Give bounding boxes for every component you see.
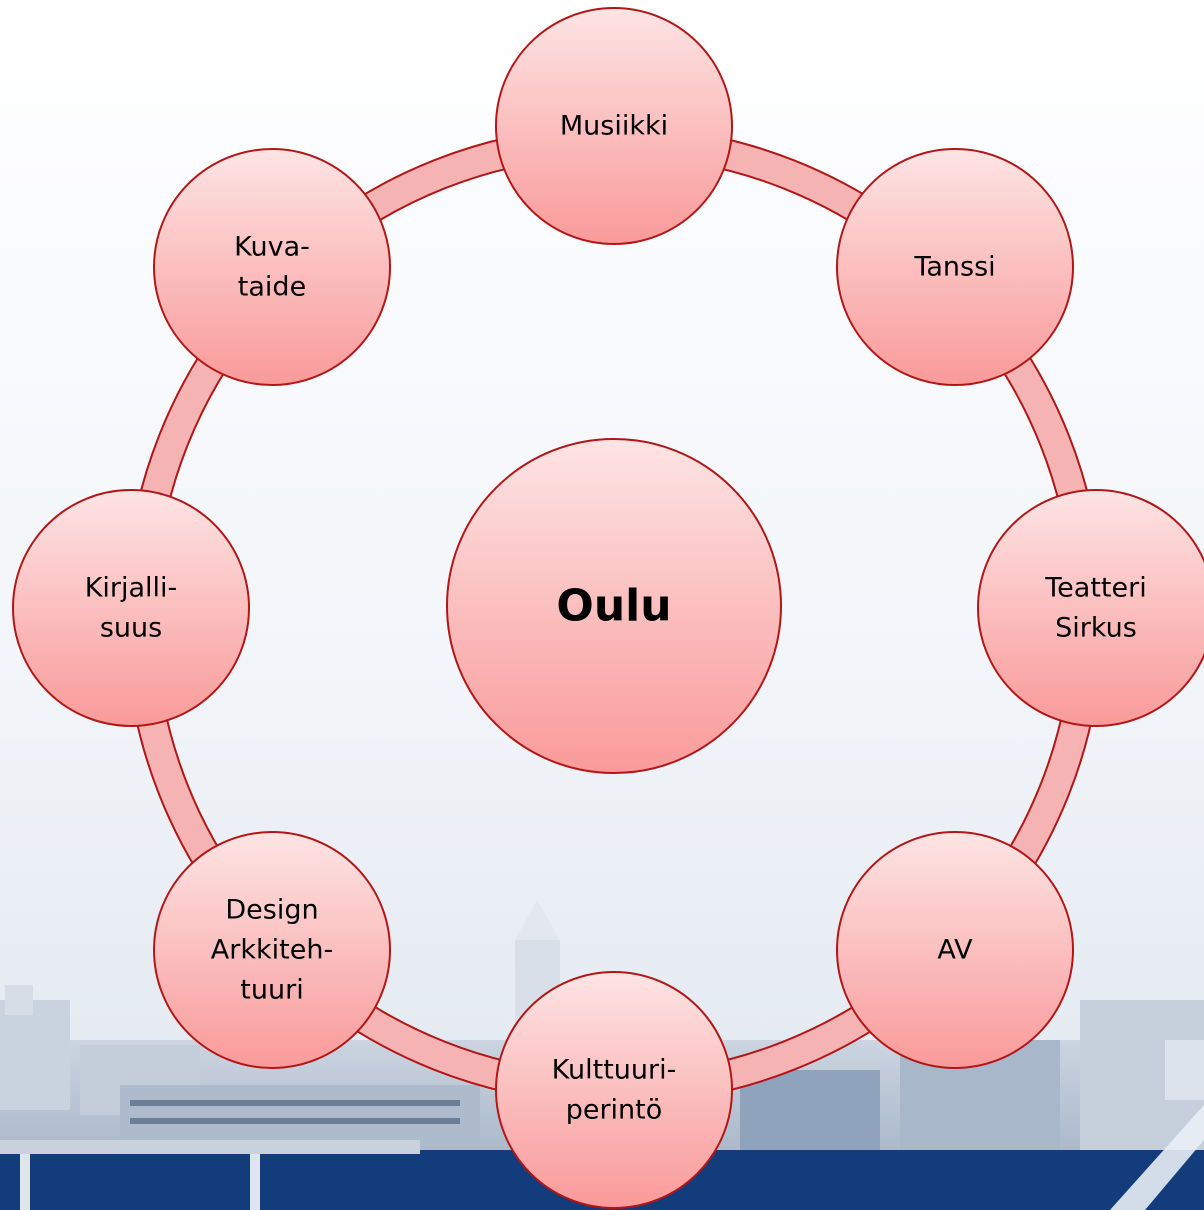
node-tanssi-label-line: Tanssi [913,252,995,283]
node-av-circle [836,831,1074,1069]
node-kulttuuriperinto[interactable]: Kulttuuri-perintö [495,971,733,1209]
node-teatteri-sirkus-circle [977,489,1204,727]
node-kuvataide-circle [153,148,391,386]
node-tanssi[interactable]: Tanssi [836,148,1074,386]
node-kulttuuriperinto-label-line: Kulttuuri- [552,1055,677,1086]
node-design-arkkitehtuuri-label-line: tuuri [240,975,303,1006]
node-kuvataide-label-line: taide [238,272,306,303]
node-kuvataide[interactable]: Kuva-taide [153,148,391,386]
node-musiikki-label-line: Musiikki [560,111,668,142]
node-kirjallisuus-label-line: suus [100,613,162,644]
node-av[interactable]: AV [836,831,1074,1069]
node-kirjallisuus-circle [12,489,250,727]
node-musiikki-circle [495,7,733,245]
node-design-arkkitehtuuri-circle [153,831,391,1069]
node-av-label-line: AV [937,935,973,966]
node-design-arkkitehtuuri-label-line: Design [225,895,318,926]
node-kirjallisuus[interactable]: Kirjalli-suus [12,489,250,727]
node-tanssi-circle [836,148,1074,386]
center-node-label: Oulu [556,581,671,632]
node-teatteri-sirkus-label-line: Teatteri [1044,573,1146,604]
node-teatteri-sirkus-label-line: Sirkus [1055,613,1137,644]
center-node[interactable]: Oulu [446,438,782,774]
node-kirjallisuus-label-line: Kirjalli- [85,573,178,604]
node-musiikki[interactable]: Musiikki [495,7,733,245]
center-node-circle [446,438,782,774]
node-design-arkkitehtuuri-label-line: Arkkiteh- [211,935,333,966]
node-kulttuuriperinto-label-line: perintö [566,1095,663,1126]
node-kulttuuriperinto-circle [495,971,733,1209]
node-kuvataide-label-line: Kuva- [234,232,310,263]
